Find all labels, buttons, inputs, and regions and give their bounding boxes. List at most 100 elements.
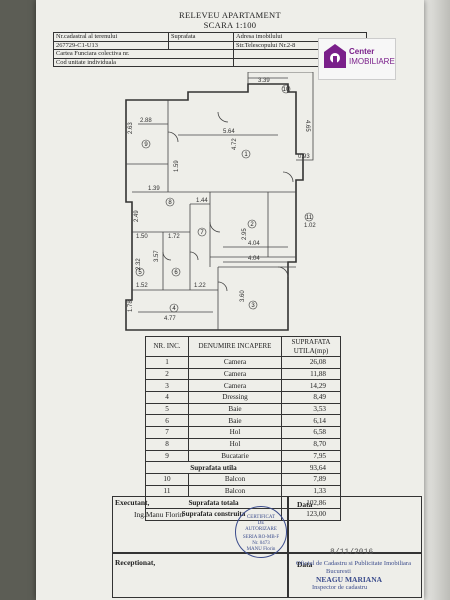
row-area: 6,58 — [281, 426, 341, 439]
plan-dimension: 1.78 — [128, 300, 134, 312]
sum-label: Suprafata utila — [145, 461, 282, 474]
row-nr: 9 — [145, 449, 189, 463]
row-area: 26,08 — [281, 356, 341, 369]
sum-value: 93,64 — [281, 461, 341, 474]
room-label: 7 — [200, 230, 204, 236]
plan-dimension: 2.63 — [128, 122, 134, 134]
document-title: RELEVEU APARTAMENT — [179, 10, 281, 20]
plan-dimension: 1.59 — [174, 160, 180, 172]
plan-dimension: 4.65 — [304, 120, 310, 132]
rooms-area-table: NR. INC. DENUMIRE INCAPERE SUPRAFATA UTI… — [145, 336, 341, 521]
room-label: 2 — [250, 222, 254, 228]
row-area: 11,88 — [281, 367, 341, 381]
info-cell: 267729-C1-U13 — [53, 40, 169, 50]
plan-dimension: 2.49 — [134, 210, 140, 222]
plan-dimension: 2.32 — [136, 258, 142, 270]
info-cell: Nr.cadastral al terenului — [53, 32, 169, 42]
col-header-area: SUPRAFATA UTILA(mp) — [281, 336, 341, 357]
stamp-office-name: Oficiul de Cadastru si Publicitate Imobi… — [296, 560, 411, 567]
room-label: 3 — [251, 303, 255, 309]
row-nr: 8 — [145, 437, 189, 451]
row-nr: 5 — [145, 402, 189, 416]
row-name: Hol — [188, 437, 282, 451]
row-nr: 3 — [145, 379, 189, 393]
info-cell: Cod unitate individuala — [53, 57, 234, 67]
plan-dimension: 1.72 — [168, 234, 180, 240]
row-name: Hol — [188, 426, 282, 439]
plan-dimension: 4.04 — [248, 241, 260, 247]
plan-dimension: 1.02 — [304, 223, 316, 229]
room-label: 10 — [283, 87, 290, 93]
info-cell: Suprafata — [168, 32, 234, 42]
plan-dimension: 3.57 — [154, 250, 160, 262]
row-area: 1,33 — [281, 484, 341, 498]
stamp-office-city: Bucuresti — [326, 568, 351, 575]
stamp-line: SERIA RO-MB-F — [242, 535, 280, 540]
stamp-line: DE — [257, 521, 265, 526]
row-area: 7,95 — [281, 449, 341, 463]
plan-dimension: 2.95 — [242, 228, 248, 240]
plan-dimension: 1.50 — [136, 234, 148, 240]
agency-logo: Center IMOBILIARE — [318, 38, 396, 80]
date-label: Data — [297, 500, 313, 509]
row-nr: 6 — [145, 414, 189, 428]
info-cell: Cartea Funciara colectiva nr. — [53, 49, 234, 59]
plan-dimension: 0.93 — [298, 154, 310, 160]
floor-plan: 3.39 4.65 2.88 5.64 4.72 0.93 2.63 1.59 … — [125, 72, 316, 331]
room-label: 6 — [174, 270, 178, 276]
row-area: 8,49 — [281, 391, 341, 404]
stamp-line: Nr. 0473 — [252, 541, 270, 546]
plan-dimension: 4.77 — [164, 316, 176, 322]
executant-name: Ing.Manu Florin — [134, 510, 184, 519]
row-nr: 1 — [145, 356, 189, 369]
document-header: RELEVEU APARTAMENT SCARA 1:100 — [36, 10, 424, 30]
date-label-2: Data — [297, 560, 313, 569]
row-name: Camera — [188, 367, 282, 381]
row-name: Balcon — [188, 472, 282, 486]
row-area: 7,89 — [281, 472, 341, 486]
stamp-line: AUTORIZARE — [245, 527, 277, 532]
cadastre-office-stamp: Oficiul de Cadastru si Publicitate Imobi… — [296, 560, 426, 592]
stamp-inspector-name: NEAGU MARIANA — [316, 575, 383, 584]
plan-dimension: 1.52 — [136, 283, 148, 289]
row-name: Camera — [188, 356, 282, 369]
authorization-stamp: CERTIFICAT DE AUTORIZARE SERIA RO-MB-F N… — [235, 506, 287, 558]
room-label: 4 — [172, 306, 176, 312]
row-name: Camera — [188, 379, 282, 393]
row-area: 3,53 — [281, 402, 341, 416]
room-label: 5 — [138, 270, 142, 276]
handwritten-date: 8/11/2016 — [330, 548, 374, 557]
row-name: Bucatarie — [188, 449, 282, 463]
plan-dimension: 2.88 — [140, 118, 152, 124]
plan-dimension: 1.39 — [148, 186, 160, 192]
row-name: Baie — [188, 414, 282, 428]
plan-dimension: 3.60 — [240, 290, 246, 302]
receptionat-label: Receptionat, — [115, 558, 156, 567]
room-label: 8 — [168, 200, 172, 206]
row-nr: 2 — [145, 367, 189, 381]
room-label: 9 — [144, 142, 148, 148]
stamp-line: CERTIFICAT — [246, 515, 276, 520]
info-cell — [168, 40, 234, 50]
col-header-nr: NR. INC. — [145, 336, 189, 357]
document-scale: SCARA 1:100 — [203, 20, 257, 30]
stamp-inspector-title: Inspector de cadastru — [312, 584, 368, 591]
plan-dimension: 4.04 — [248, 256, 260, 262]
row-nr: 7 — [145, 426, 189, 439]
room-label: 11 — [306, 215, 313, 221]
plan-dimension: 5.64 — [223, 129, 235, 135]
logo-text-imobiliare: IMOBILIARE — [349, 57, 395, 66]
stamp-line: MANU Florin — [246, 547, 276, 552]
executant-label: Executant, — [115, 498, 150, 507]
plan-dimension: 4.72 — [232, 138, 238, 150]
